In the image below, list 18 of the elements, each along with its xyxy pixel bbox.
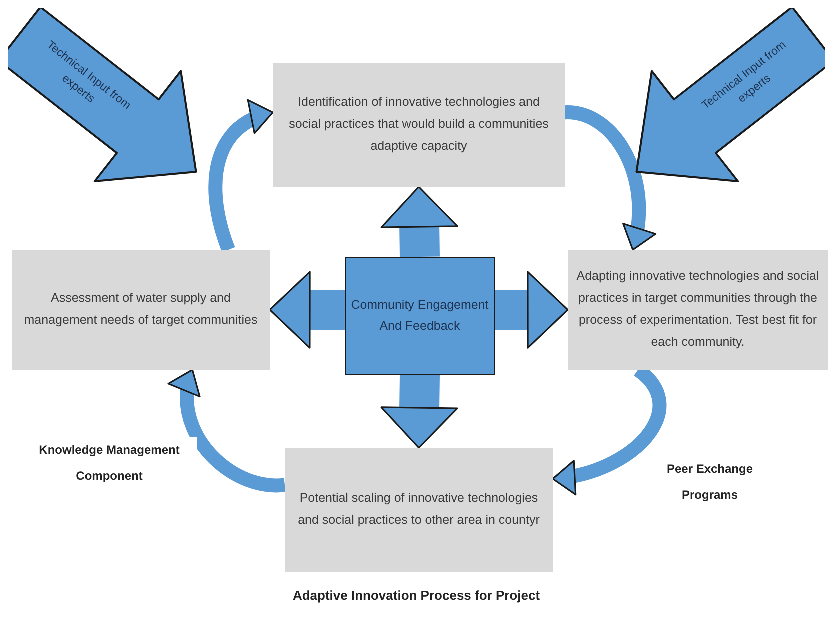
- curved-arrow: [564, 106, 656, 252]
- engagement-hub: [345, 257, 495, 375]
- node-text: Potential scaling of innovative technologies and social practices to other area in countyr: [298, 491, 540, 527]
- block-arrow: [495, 271, 569, 349]
- node-text: Adapting innovative technologies and social practices in target communities through the process of experimentation. Test best fit for each community.: [576, 269, 820, 349]
- caption: Adaptive Innovation Process for Project: [292, 588, 542, 603]
- process-box: [273, 63, 565, 187]
- node-text: Identification of innovative technologies and social practices that would build a communities adaptive capacity: [289, 95, 549, 153]
- block-arrow: [269, 271, 345, 349]
- process-box: [568, 250, 828, 370]
- block-arrow: [380, 186, 458, 258]
- node-text: Assessment of water supply and management needs of target communities: [24, 291, 258, 327]
- process-box: [12, 250, 270, 370]
- curved-arrow: [169, 368, 286, 492]
- process-box: [285, 448, 553, 572]
- node-text: Community Engagement And Feedback: [351, 298, 489, 333]
- curved-arrow: [208, 102, 275, 252]
- block-arrow: [380, 374, 458, 449]
